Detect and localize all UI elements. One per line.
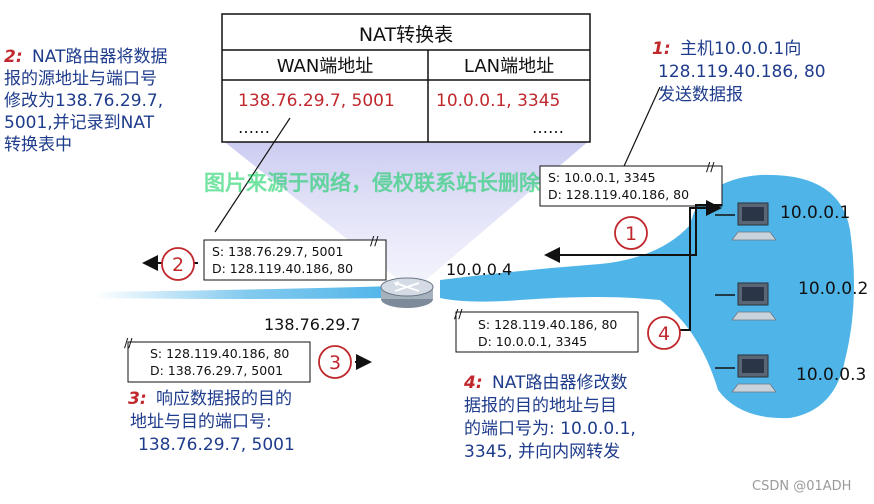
packet-3: S: 128.119.40.186, 80 D: 138.76.29.7, 50… [124, 335, 311, 383]
nat-table-title: NAT转换表 [359, 24, 453, 46]
svg-text://: // [370, 233, 379, 248]
svg-text://: // [454, 306, 463, 321]
router-wan-ip: 138.76.29.7 [264, 315, 361, 334]
svg-text:的端口号为: 10.0.0.1,: 的端口号为: 10.0.0.1, [464, 419, 636, 439]
host-computer-icon-2 [731, 282, 777, 321]
packet-2-src: S: 138.76.29.7, 5001 [212, 244, 343, 259]
packet-1-dst: D: 128.119.40.186, 80 [548, 187, 689, 202]
table-row-wan: 138.76.29.7, 5001 [238, 91, 395, 111]
svg-text://: // [706, 159, 715, 174]
packet-2-dst: D: 128.119.40.186, 80 [212, 261, 353, 276]
svg-text:1: 1 [625, 223, 637, 245]
packet-4-src: S: 128.119.40.186, 80 [478, 317, 617, 332]
packet-1-src: S: 10.0.0.1, 3345 [548, 170, 656, 185]
svg-text:4: NAT路由器修改数: 4: NAT路由器修改数 [463, 373, 627, 393]
wan-link [95, 286, 395, 299]
nat-table: NAT转换表 WAN端地址 LAN端地址 138.76.29.7, 5001 1… [221, 13, 591, 143]
svg-text:报的源地址与端口号: 报的源地址与端口号 [4, 69, 157, 89]
pointer-line-step2 [214, 117, 291, 233]
nat-router-icon [380, 277, 434, 308]
step-circle-1: 1 [614, 216, 648, 250]
svg-text:修改为138.76.29.7,: 修改为138.76.29.7, [4, 91, 163, 111]
table-row-wan-ellipsis: …… [238, 118, 270, 137]
footer-credit: CSDN @01ADH [752, 479, 851, 494]
svg-text:1: 主机10.0.0.1向: 1: 主机10.0.0.1向 [652, 39, 801, 59]
packet-3-src: S: 128.119.40.186, 80 [150, 346, 289, 361]
step-4-note: 4: NAT路由器修改数 据报的目的地址与目 的端口号为: 10.0.0.1, … [463, 373, 636, 462]
packet-2: S: 138.76.29.7, 5001 D: 128.119.40.186, … [203, 233, 387, 281]
host-computer-icon-3 [731, 354, 777, 393]
svg-text:3: 响应数据报的目的: 3: 响应数据报的目的 [128, 389, 292, 409]
svg-text:发送数据报: 发送数据报 [658, 85, 743, 105]
table-row-lan-ellipsis: …… [532, 118, 564, 137]
svg-text:2: 2 [172, 254, 184, 276]
svg-text:4: 4 [658, 323, 670, 345]
host-ip-1: 10.0.0.1 [780, 203, 850, 223]
table-projection-beam [222, 140, 590, 285]
step-circle-2: 2 [161, 247, 195, 281]
wan-header: WAN端地址 [277, 56, 374, 77]
lan-header: LAN端地址 [464, 56, 554, 77]
svg-text:2: NAT路由器将数据: 2: NAT路由器将数据 [4, 47, 167, 67]
step-circle-4: 4 [647, 316, 681, 350]
host-ip-2: 10.0.0.2 [798, 279, 868, 299]
svg-text:5001,并记录到NAT: 5001,并记录到NAT [4, 113, 155, 133]
arrow-path-4 [680, 200, 722, 331]
packet-1: S: 10.0.0.1, 3345 D: 128.119.40.186, 80 … [539, 159, 723, 207]
svg-text:转换表中: 转换表中 [4, 135, 72, 155]
watermark-text: 图片来源于网络，侵权联系站长删除 [204, 171, 541, 195]
router-lan-ip: 10.0.0.4 [446, 260, 512, 279]
svg-text://: // [124, 335, 133, 350]
svg-text:据报的目的地址与目: 据报的目的地址与目 [464, 396, 617, 416]
svg-text:地址与目的端口号:: 地址与目的端口号: [130, 412, 272, 432]
step-circle-3: 3 [318, 345, 352, 379]
host-computer-icon-1 [731, 202, 777, 241]
table-row-lan: 10.0.0.1, 3345 [436, 91, 560, 111]
svg-text:138.76.29.7, 5001: 138.76.29.7, 5001 [138, 435, 295, 455]
step-1-note: 1: 主机10.0.0.1向 128.119.40.186, 80 发送数据报 [652, 39, 826, 105]
packet-4-dst: D: 10.0.0.1, 3345 [478, 334, 587, 349]
step-2-note: 2: NAT路由器将数据 报的源地址与端口号 修改为138.76.29.7, 5… [4, 47, 167, 155]
svg-text:128.119.40.186, 80: 128.119.40.186, 80 [658, 62, 826, 82]
host-ip-3: 10.0.0.3 [796, 365, 866, 385]
svg-text:3345, 并向内网转发: 3345, 并向内网转发 [464, 442, 620, 462]
pointer-line-step1 [619, 86, 661, 176]
svg-text:3: 3 [329, 352, 341, 374]
step-3-note: 3: 响应数据报的目的 地址与目的端口号: 138.76.29.7, 5001 [128, 389, 295, 455]
packet-3-dst: D: 138.76.29.7, 5001 [150, 363, 283, 378]
packet-4: S: 128.119.40.186, 80 D: 10.0.0.1, 3345 … [454, 306, 639, 353]
